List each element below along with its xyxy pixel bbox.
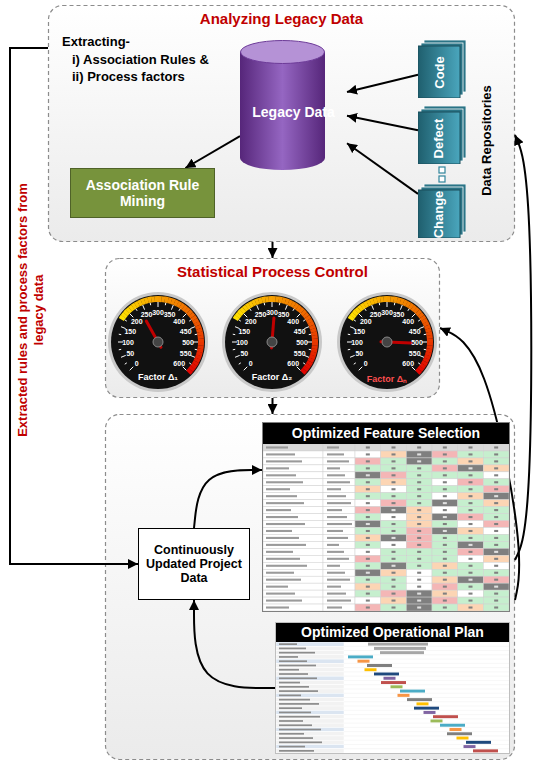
panel-outline xyxy=(106,415,515,760)
gauge-number: 50 xyxy=(355,350,363,357)
connector-arrow xyxy=(347,143,418,194)
repository-document: Code xyxy=(418,40,466,98)
connector-arrow xyxy=(347,116,418,130)
gauge-number: 600 xyxy=(402,360,414,367)
gauge-number: 0 xyxy=(135,360,139,367)
gauge-number: 150 xyxy=(124,327,136,334)
gauge-number: 200 xyxy=(131,317,143,324)
repository-document: Defect xyxy=(418,106,466,164)
header-bar: Optimized Feature Selection xyxy=(263,423,509,444)
gauge-number: 450 xyxy=(180,327,192,334)
gauge-number: 550 xyxy=(409,350,421,357)
gauge-number: 400 xyxy=(402,317,414,324)
connector-arrow xyxy=(194,470,262,528)
node-text: Change xyxy=(432,190,447,238)
node-text: Legacy Data xyxy=(252,90,334,120)
connector-arrow xyxy=(10,48,138,564)
gauge-number: 300 xyxy=(381,309,393,316)
gauge-number: 150 xyxy=(238,327,250,334)
table-illustration xyxy=(263,444,509,611)
gauge-dial: 050 100 150 200250300350400 450 500 550 600Fact… xyxy=(222,292,322,392)
gauge-label: Factor Δ₂ xyxy=(222,372,322,382)
gauge-number: 200 xyxy=(360,317,372,324)
dashed-panel: 050100150200250300350400450500550600Fact… xyxy=(105,258,440,398)
node-text: Code xyxy=(432,56,447,89)
gauge-number: 350 xyxy=(393,311,405,318)
edge-label: Extracted rules and process factors from… xyxy=(14,168,46,453)
ellipsis-square xyxy=(439,176,445,182)
connector-arrow xyxy=(185,136,240,168)
gauge-dial: 050 100 150 200250300350400 450 500 550 600Fact… xyxy=(108,292,208,392)
gauge-number: 350 xyxy=(164,311,176,318)
node-text: Association Rule Mining xyxy=(79,177,206,209)
gauge-number: 600 xyxy=(287,360,299,367)
note-text: ii) Process factors xyxy=(72,69,185,84)
gauge-number: 50 xyxy=(240,350,248,357)
gauge-number: 450 xyxy=(409,327,421,334)
side-label: Data Repositories xyxy=(478,85,493,196)
node-text: Continuously Updated Project Data xyxy=(145,543,243,585)
panel-title: Statistical Process Control xyxy=(105,263,440,280)
gauge-number: 250 xyxy=(141,311,153,318)
gantt-chart: Optimized Operational Plan xyxy=(275,622,510,754)
connector-arrow xyxy=(194,600,275,688)
gauge-number: 300 xyxy=(152,309,164,316)
note-text: Extracting- xyxy=(62,34,130,49)
gauge-number: 500 xyxy=(182,339,194,346)
gauge-label: Factor Δₙ xyxy=(337,372,437,385)
gauge-number: 50 xyxy=(126,350,134,357)
gauge-number: 250 xyxy=(255,311,267,318)
gauge-label: Factor Δ₁ xyxy=(108,372,208,382)
gauge-number: 550 xyxy=(180,350,192,357)
gauge-number: 450 xyxy=(294,327,306,334)
connector-arrow xyxy=(272,398,274,414)
gauge-number: 0 xyxy=(249,360,253,367)
gauge-number: 150 xyxy=(353,327,365,334)
ellipsis-square xyxy=(439,167,445,173)
gauge-number: 400 xyxy=(173,317,185,324)
gauge-number: 100 xyxy=(351,339,363,346)
gauge-number: 0 xyxy=(364,360,368,367)
process-box: Association Rule Mining xyxy=(70,168,215,218)
gauge-number: 500 xyxy=(296,339,308,346)
gantt-illustration xyxy=(276,642,509,753)
database-cylinder: Legacy Data xyxy=(240,40,347,170)
connector-arrow xyxy=(272,242,274,258)
process-box: Continuously Updated Project Data xyxy=(138,528,250,600)
connector-arrow xyxy=(347,75,418,92)
panel-outline xyxy=(49,6,515,242)
gauge-number: 500 xyxy=(411,339,423,346)
gauge-number: 600 xyxy=(173,360,185,367)
gauge-number: 200 xyxy=(245,317,257,324)
gauge-number: 250 xyxy=(370,311,382,318)
connector-arrow xyxy=(515,135,531,560)
gauge-number: 100 xyxy=(122,339,134,346)
gauge-number: 300 xyxy=(266,309,278,316)
gauge-number: 100 xyxy=(236,339,248,346)
dashed-panel: Optimized Feature SelectionOptimized Ope… xyxy=(105,414,515,760)
feature-table: Optimized Feature Selection xyxy=(262,422,510,612)
gauge-number: 550 xyxy=(294,350,306,357)
gauge-number: 350 xyxy=(278,311,290,318)
gauge-number: 400 xyxy=(287,317,299,324)
node-text: Defect xyxy=(432,118,447,158)
panel-outline xyxy=(106,259,440,398)
note-text: i) Association Rules & xyxy=(72,52,209,67)
repository-document: Change xyxy=(418,184,466,238)
panel-title: Analyzing Legacy Data xyxy=(48,10,515,27)
gauge-dial: 050 100 150 200250300350400 450 500 550 600Fact… xyxy=(337,292,437,392)
header-bar: Optimized Operational Plan xyxy=(276,623,509,642)
